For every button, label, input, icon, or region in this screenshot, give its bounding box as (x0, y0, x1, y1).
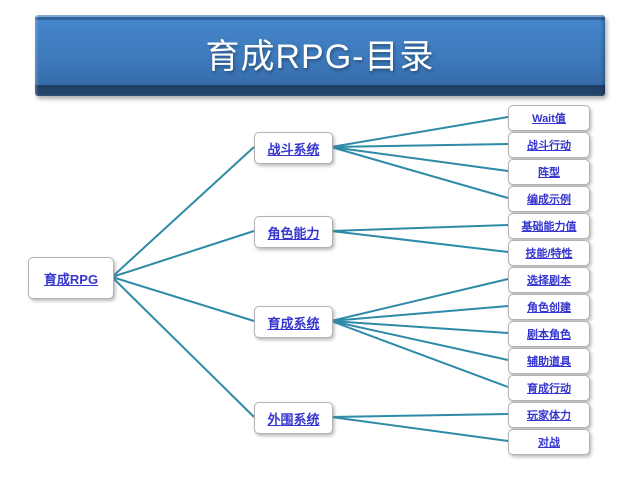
tree-node-branch-3[interactable]: 外围系统 (254, 402, 333, 434)
tree-node-branch-0[interactable]: 战斗系统 (254, 132, 333, 164)
tree-node-leaf-3-1[interactable]: 对战 (508, 429, 590, 455)
connector-line (330, 413, 509, 418)
tree-node-leaf-2-1[interactable]: 角色创建 (508, 294, 590, 320)
tree-node-branch-2[interactable]: 育成系统 (254, 306, 333, 338)
connector-line (330, 116, 509, 148)
connector-line (330, 146, 509, 199)
connector-line (330, 320, 509, 334)
tree-node-branch-1[interactable]: 角色能力 (254, 216, 333, 248)
tree-node-leaf-1-1[interactable]: 技能/特性 (508, 240, 590, 266)
connector-line (330, 224, 509, 232)
connector-line (330, 230, 509, 253)
tree-node-root[interactable]: 育成RPG (28, 257, 114, 299)
tree-node-leaf-0-0[interactable]: Wait值 (508, 105, 590, 131)
tree-node-leaf-3-0[interactable]: 玩家体力 (508, 402, 590, 428)
connector-line (330, 143, 509, 148)
connector-line (330, 320, 509, 388)
title-banner: 育成RPG-目录 (35, 15, 605, 96)
tree-node-leaf-0-3[interactable]: 编成示例 (508, 186, 590, 212)
connector-line (111, 230, 255, 278)
connector-line (111, 276, 255, 322)
connector-line (330, 146, 509, 172)
tree-node-leaf-2-4[interactable]: 育成行动 (508, 375, 590, 401)
connector-line (330, 416, 509, 442)
tree-node-leaf-0-2[interactable]: 阵型 (508, 159, 590, 185)
tree-node-leaf-2-2[interactable]: 剧本角色 (508, 321, 590, 347)
tree-node-leaf-0-1[interactable]: 战斗行动 (508, 132, 590, 158)
connector-line (111, 276, 255, 418)
tree-node-leaf-1-0[interactable]: 基础能力值 (508, 213, 590, 239)
tree-node-leaf-2-3[interactable]: 辅助道具 (508, 348, 590, 374)
connector-line (330, 305, 509, 322)
connector-line (330, 320, 509, 361)
slide-title: 育成RPG-目录 (205, 38, 435, 76)
connector-line (330, 278, 509, 322)
tree-node-leaf-2-0[interactable]: 选择剧本 (508, 267, 590, 293)
connector-line (111, 146, 255, 278)
